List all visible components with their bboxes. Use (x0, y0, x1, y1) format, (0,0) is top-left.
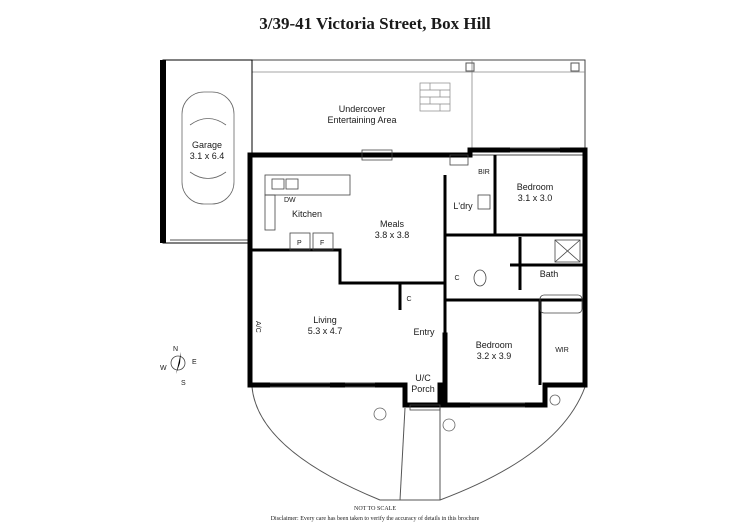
room-bedroom1-size: 3.1 x 3.0 (518, 193, 553, 203)
post (570, 62, 580, 72)
room-living-label: Living (313, 315, 337, 325)
room-meals-label: Meals (380, 219, 405, 229)
room-cupboard1-label: C (454, 275, 459, 282)
windows (270, 147, 560, 408)
scale-note: NOT TO SCALE (353, 506, 396, 512)
room-ldry-label: L'dry (453, 201, 473, 211)
undercover-area-outline (251, 59, 586, 156)
bbq-brick-icon (419, 82, 451, 112)
garden-outline (251, 386, 586, 501)
room-entry-label: Entry (413, 327, 435, 337)
room-undercover-label2: Entertaining Area (327, 115, 396, 125)
compass-w: W (160, 365, 167, 372)
room-cupboard2-label: C (406, 296, 411, 303)
compass-s: S (181, 380, 186, 387)
room-garage-size: 3.1 x 6.4 (190, 151, 225, 161)
compass-e: E (192, 359, 197, 366)
room-porch-label2: Porch (411, 384, 435, 394)
room-dw-label: DW (284, 197, 296, 204)
shrub (549, 394, 561, 406)
room-kitchen-label: Kitchen (292, 209, 322, 219)
room-fridge-label: F (320, 240, 324, 247)
bathroom-fixtures (473, 194, 583, 314)
room-wir-label: WIR (555, 347, 569, 354)
path-line (399, 407, 406, 501)
shrub (373, 407, 387, 421)
room-living-size: 5.3 x 4.7 (308, 326, 343, 336)
room-meals-size: 3.8 x 3.8 (375, 230, 410, 240)
room-undercover-label: Undercover (339, 104, 386, 114)
car-icon (181, 91, 235, 205)
room-bedroom2-label: Bedroom (476, 340, 513, 350)
room-ac-label: A/C (254, 321, 261, 333)
room-porch-label: U/C (415, 373, 431, 383)
steps (361, 149, 469, 411)
room-bedroom2-size: 3.2 x 3.9 (477, 351, 512, 361)
shrub (442, 418, 456, 432)
room-bir-label: BIR (478, 169, 490, 176)
room-pantry-label: P (297, 240, 302, 247)
compass-n: N (173, 346, 178, 353)
room-bath-label: Bath (540, 269, 559, 279)
room-bedroom1-label: Bedroom (517, 182, 554, 192)
disclaimer: Disclaimer: Every care has been taken to… (270, 516, 480, 522)
page-title: 3/39-41 Victoria Street, Box Hill (259, 14, 491, 33)
compass-icon: N E S W (160, 346, 197, 387)
post (465, 62, 475, 72)
room-garage-label: Garage (192, 140, 222, 150)
kitchen-bench (264, 174, 351, 251)
